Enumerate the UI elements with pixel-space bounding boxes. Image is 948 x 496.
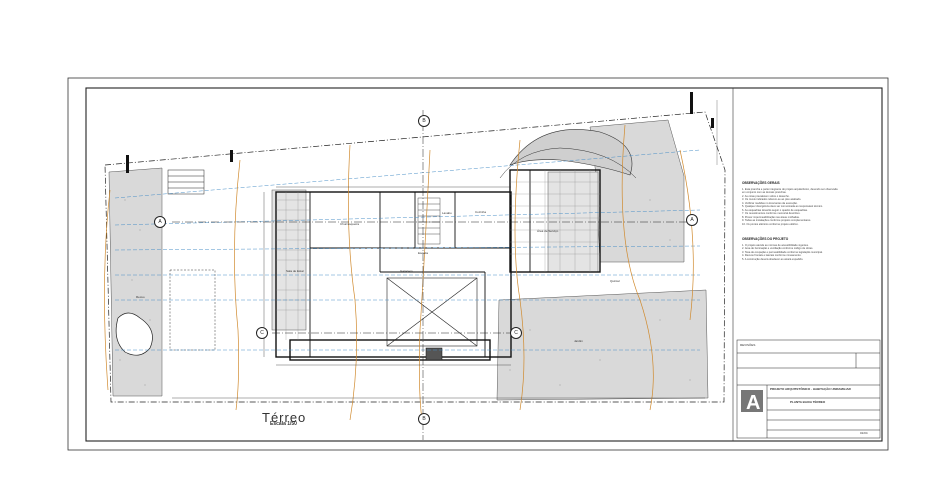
logo-letter: A — [746, 392, 760, 414]
note-line: 2. Área de iluminação e ventilação confo… — [742, 247, 814, 250]
note-line: 1. Esta prancha e parte integrante do pr… — [742, 187, 838, 191]
lot-boundary — [104, 111, 726, 403]
sheet-number: 01/04 — [860, 431, 868, 435]
grid-bubble-b-top: B — [418, 115, 430, 127]
room-label: Quintal — [610, 279, 620, 283]
project-title: PROJETO ARQUITETÔNICO - HABITAÇÃO UNIFAM… — [770, 387, 851, 391]
note-line: 4. Recuos frontais e laterais conforme z… — [742, 254, 802, 257]
view-title: Térreo — [262, 410, 307, 425]
room-label: Área de Serviço — [537, 229, 559, 233]
note-line: 2. As cotas prevalecem sobre o desenho. — [742, 194, 790, 198]
room-label: Jardim — [574, 339, 584, 343]
revision-header: REVISÕES — [740, 343, 756, 347]
general-notes: OBSERVAÇÕES GERAIS 1. Esta prancha e par… — [742, 180, 882, 261]
note-line: 4. Verificar medidas no local antes da e… — [742, 201, 798, 205]
room-label: Garagem — [400, 269, 413, 273]
title-block — [736, 339, 881, 439]
note-line: 3. Os níveis indicados referem-se ao pis… — [742, 198, 802, 201]
room-label: Cozinha — [475, 210, 487, 214]
staircase — [417, 197, 441, 245]
contour-lines — [104, 124, 694, 421]
grid-bubble-c-left: C — [256, 327, 268, 339]
sheet-outer-border — [67, 77, 889, 451]
note-line: 3. Taxa de ocupação e permeabilidade con… — [742, 250, 823, 254]
note-line: 5. Qualquer divergência deve ser comunic… — [742, 205, 823, 208]
notes-heading: OBSERVAÇÕES DO PROJETO — [742, 237, 789, 241]
grid-bubble-b-bottom: B — [418, 413, 430, 425]
grid-bubble-a-left: A — [154, 216, 166, 228]
pole-markers — [126, 92, 714, 173]
notes-heading: OBSERVAÇÕES GERAIS — [742, 181, 780, 185]
note-line: 7. Os revestimentos conforme memorial de… — [742, 212, 801, 215]
note-line: 5. A construção deverá obedecer ao alvar… — [742, 257, 804, 261]
note-line: em conjunto com as demais pranchas. — [742, 191, 787, 194]
pool-shape — [115, 312, 153, 356]
front-steps — [167, 169, 205, 195]
room-label: Escada — [418, 251, 429, 255]
room-label: Churrasqueira — [340, 222, 360, 226]
grill-block — [425, 347, 443, 361]
setback-lines — [114, 149, 701, 351]
circular-garden-feature — [509, 129, 633, 176]
garage-void — [386, 277, 478, 347]
sheet-name: PLANTA BAIXA TÉRREO — [790, 400, 826, 404]
note-line: 10. Os pontos elétricos conforme projeto… — [742, 222, 799, 226]
lawn-area — [169, 269, 216, 351]
grid-bubble-a-right: A — [686, 214, 698, 226]
room-label: Sala de Estar — [286, 269, 305, 273]
note-line: 6. As esquadrias deverão seguir o quadro… — [742, 208, 808, 212]
logo-box — [741, 390, 763, 412]
grid-bubble-c-right: C — [510, 327, 522, 339]
garden-dots — [119, 149, 691, 386]
grid-axes — [172, 110, 695, 440]
room-label: Recuo — [136, 295, 145, 299]
interior-walls — [309, 170, 531, 357]
note-line: 9. Todas as instalações conforme projeto… — [742, 219, 812, 222]
note-line: 8. Prever impermeabilização nas áreas mo… — [742, 215, 800, 219]
room-label: Lavabo — [442, 211, 452, 215]
sheet-inner-border — [85, 87, 883, 442]
note-line: 1. O projeto atende as normas de acessib… — [742, 243, 809, 247]
view-scale: Escala 1/50 — [270, 421, 297, 427]
tile-hatch — [276, 170, 600, 340]
